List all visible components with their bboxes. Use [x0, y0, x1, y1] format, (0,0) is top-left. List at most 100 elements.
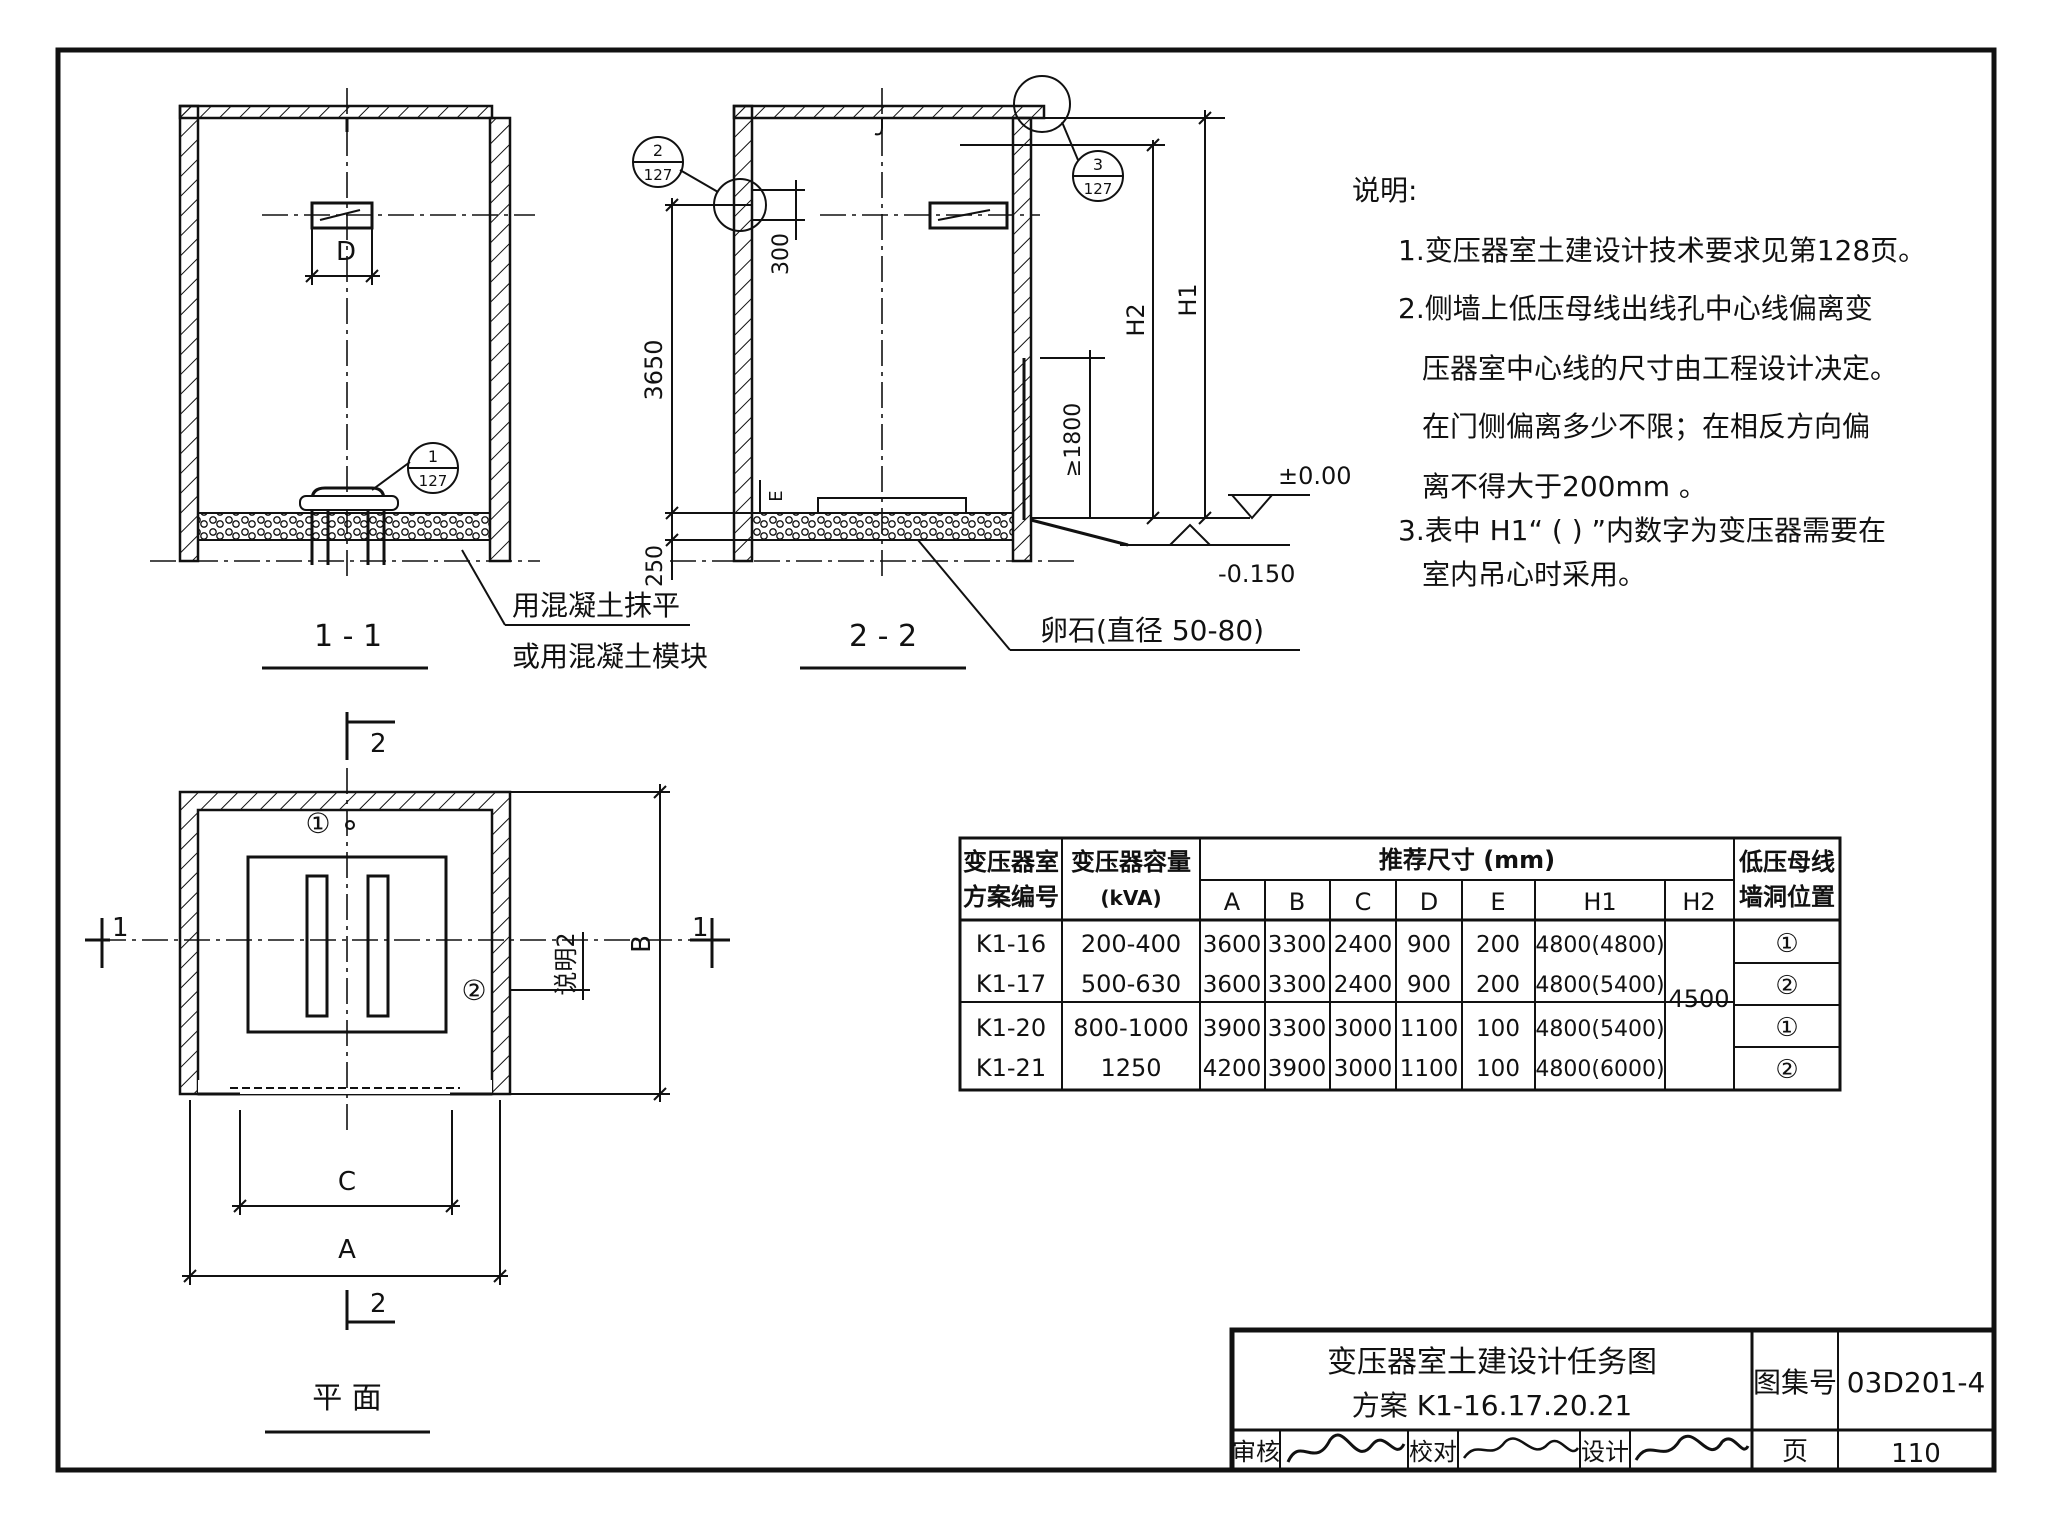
table-row: K1-16 200-400 3600 3300 2400 900 200 480…	[976, 929, 1799, 959]
td-c: 2400	[1334, 972, 1393, 998]
th-pos-1: 低压母线	[1738, 848, 1835, 876]
td-c: 3000	[1334, 1016, 1393, 1042]
level-zero: ±0.00	[1278, 462, 1352, 490]
callout-3-number: 3	[1093, 155, 1103, 174]
td-b: 3300	[1268, 972, 1327, 998]
dim-h1-label: H1	[1174, 283, 1202, 316]
cut-mark-2-top: 2	[370, 729, 387, 759]
atlas-label: 图集号	[1753, 1366, 1837, 1399]
td-e: 200	[1476, 972, 1520, 998]
signature-reviewer	[1286, 1433, 1406, 1463]
review-label: 审核	[1232, 1438, 1280, 1466]
dim-d-label: D	[336, 237, 356, 267]
td-a: 3600	[1203, 932, 1262, 958]
notes-block: 说明: 1.变压器室土建设计技术要求见第128页。 2.侧墙上低压母线出线孔中心…	[1352, 174, 1926, 591]
dim-note2-label: 说明2	[552, 932, 580, 995]
td-cap: 1250	[1100, 1054, 1161, 1082]
td-d: 900	[1407, 932, 1451, 958]
callout-1-page: 127	[419, 472, 448, 490]
plan-room-interior	[196, 808, 494, 1096]
table-row: K1-17 500-630 3600 3300 2400 900 200 480…	[976, 970, 1799, 1001]
td-c: 3000	[1334, 1056, 1393, 1082]
note-line-7: 室内吊心时采用。	[1422, 558, 1646, 591]
callout-2-page: 127	[644, 166, 673, 184]
cut-mark-2-bottom: 2	[370, 1289, 387, 1319]
dim-h2-label: H2	[1122, 303, 1150, 336]
signature-checker	[1462, 1437, 1580, 1459]
right-wall-1-1	[488, 116, 512, 563]
check-label: 校对	[1409, 1438, 1457, 1466]
td-pos: ①	[1775, 929, 1798, 959]
design-label: 设计	[1581, 1438, 1629, 1466]
note-line-6: 3.表中 H1“ ( ) ”内数字为变压器需要在	[1398, 514, 1886, 547]
callout-3-page: 127	[1084, 180, 1113, 198]
th-col-b: B	[1289, 888, 1305, 916]
dim-b-label: B	[627, 935, 657, 953]
th-col-h1: H1	[1583, 888, 1616, 916]
note-line-4: 在门侧偏离多少不限；在相反方向偏	[1422, 410, 1870, 443]
rail-left	[305, 874, 329, 1018]
td-scheme: K1-20	[976, 1014, 1046, 1042]
td-cap: 800-1000	[1073, 1014, 1189, 1042]
plan-title: 平 面	[312, 1381, 382, 1416]
drawing-title: 变压器室土建设计任务图	[1327, 1345, 1657, 1380]
detail-circle-2	[713, 178, 767, 232]
td-b: 3300	[1268, 932, 1327, 958]
section-1-1-title: 1 - 1	[314, 619, 382, 654]
td-d: 1100	[1400, 1056, 1459, 1082]
left-wall-2-2	[732, 104, 754, 563]
dim-e-label: E	[766, 490, 787, 501]
page-number: 110	[1891, 1439, 1941, 1469]
table-row: K1-20 800-1000 3900 3300 3000 1100 100 4…	[976, 1013, 1799, 1043]
notes-heading: 说明:	[1352, 174, 1417, 207]
note-line-2: 2.侧墙上低压母线出线孔中心线偏离变	[1398, 292, 1873, 325]
th-col-c: C	[1355, 888, 1372, 916]
th-scheme-2: 方案编号	[963, 883, 1059, 911]
cut-mark-1-left: 1	[112, 913, 129, 943]
concrete-note-line2: 或用混凝土模块	[512, 640, 708, 673]
roof-slab-1-1	[178, 104, 494, 120]
td-c: 2400	[1334, 932, 1393, 958]
wall-hole-marker-2: ②	[461, 974, 486, 1007]
callout-1-number: 1	[428, 447, 438, 466]
th-col-h2: H2	[1682, 888, 1715, 916]
td-d: 900	[1407, 972, 1451, 998]
note-line-5: 离不得大于200mm 。	[1422, 470, 1707, 503]
td-scheme: K1-21	[976, 1054, 1046, 1082]
td-h1: 4800(6000)	[1535, 1057, 1664, 1082]
td-e: 100	[1476, 1056, 1520, 1082]
section-1-1-view: D 1 127 用混凝土抹平 或用混凝土模块 1 - 1	[150, 88, 708, 673]
td-h1: 4800(4800)	[1535, 933, 1664, 958]
dim-3650-label: 3650	[640, 339, 668, 400]
td-a: 3900	[1203, 1016, 1262, 1042]
td-scheme: K1-17	[976, 970, 1046, 998]
td-cap: 500-630	[1081, 970, 1181, 998]
cut-mark-1-right: 1	[692, 913, 709, 943]
note-line-3: 压器室中心线的尺寸由工程设计决定。	[1422, 352, 1898, 385]
detail-circle-3	[1013, 75, 1071, 133]
drawing-subtitle: 方案 K1-16.17.20.21	[1352, 1389, 1632, 1422]
title-block: 变压器室土建设计任务图 方案 K1-16.17.20.21 图集号 03D201…	[1229, 1327, 1997, 1473]
level-minus: -0.150	[1218, 560, 1295, 588]
sheet-border	[55, 47, 1997, 1473]
table-row: K1-21 1250 4200 3900 3000 1100 100 4800(…	[976, 1054, 1799, 1085]
td-scheme: K1-16	[976, 930, 1046, 958]
td-d: 1100	[1400, 1016, 1459, 1042]
td-pos: ②	[1775, 1055, 1798, 1085]
th-recommend: 推荐尺寸 (mm)	[1379, 846, 1555, 874]
td-b: 3300	[1268, 1016, 1327, 1042]
th-col-a: A	[1224, 888, 1241, 916]
plan-view: B 说明2 ① ② C A 2 2 1 1 平 面	[85, 712, 730, 1434]
atlas-number: 03D201-4	[1847, 1366, 1986, 1399]
td-h2-merged: 4500	[1668, 985, 1729, 1013]
td-a: 4200	[1203, 1056, 1262, 1082]
td-pos: ②	[1775, 971, 1798, 1001]
dimension-table: 变压器室 方案编号 变压器容量 (kVA) 推荐尺寸 (mm) 低压母线 墙洞位…	[958, 836, 1842, 1092]
th-col-e: E	[1490, 888, 1505, 916]
note-line-1: 1.变压器室土建设计技术要求见第128页。	[1398, 234, 1926, 267]
wall-hole-marker-1: ①	[305, 807, 330, 840]
td-b: 3900	[1268, 1056, 1327, 1082]
td-h1: 4800(5400)	[1535, 1017, 1664, 1042]
busbar-hole-2-2	[928, 201, 1009, 230]
